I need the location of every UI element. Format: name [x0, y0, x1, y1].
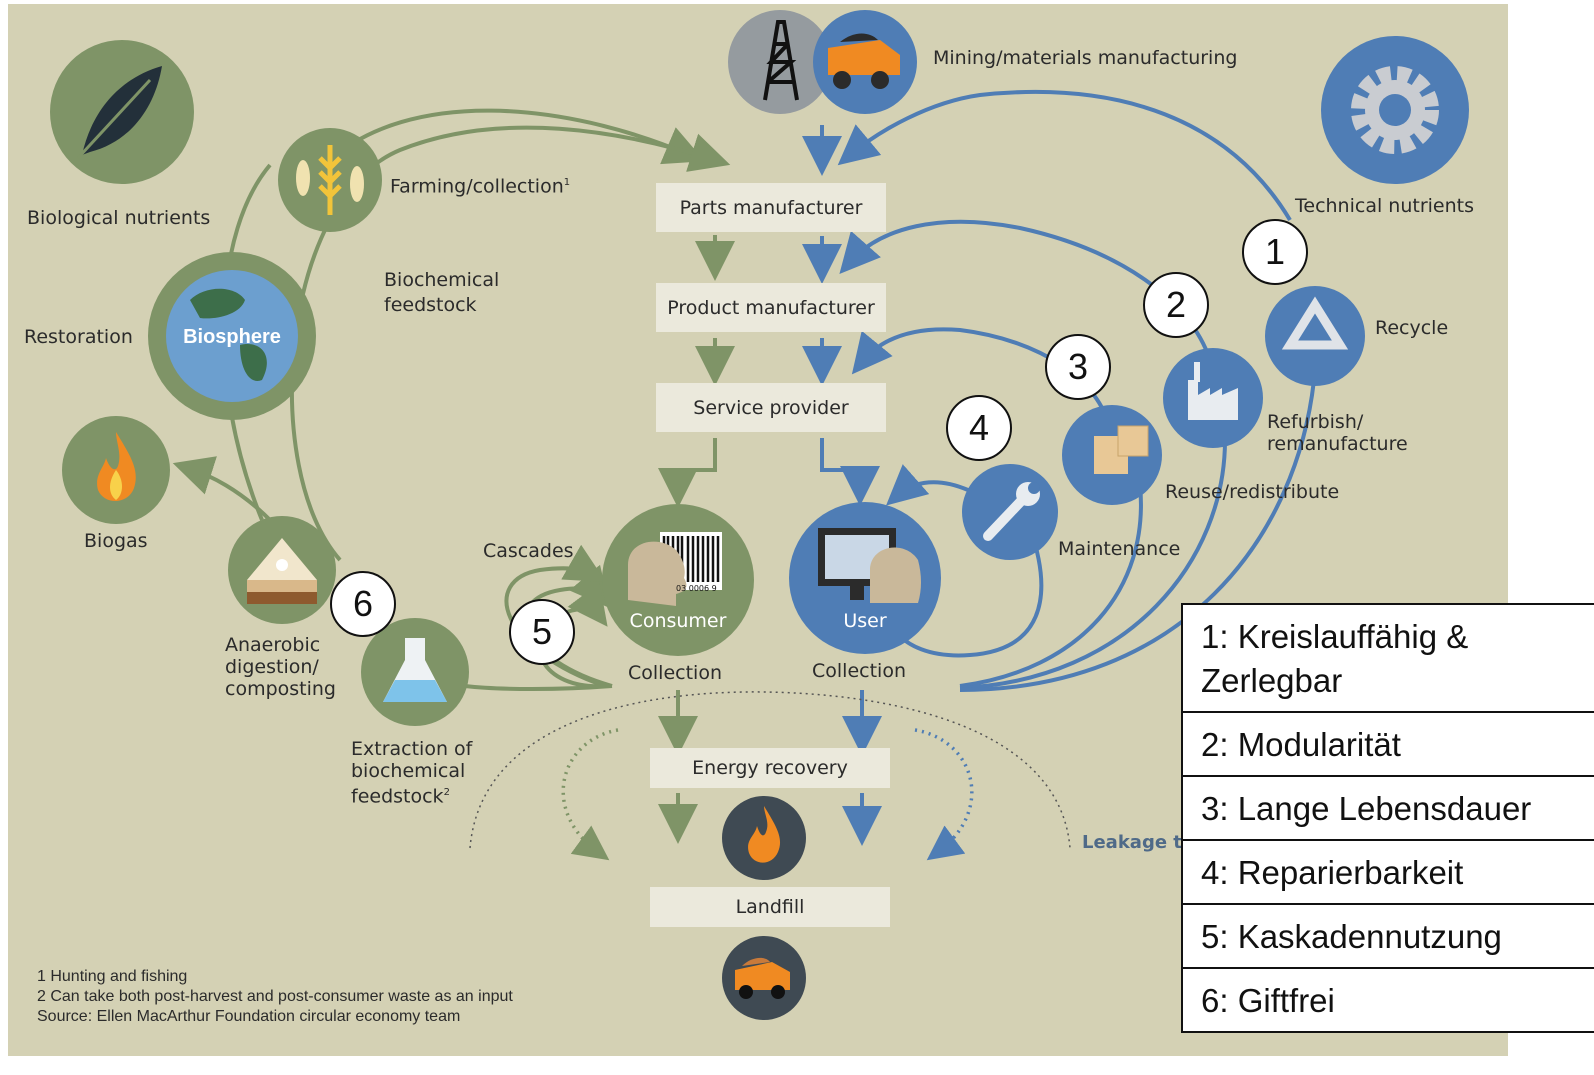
- marker-5: 5: [509, 599, 575, 665]
- energy-recovery-box: Energy recovery: [650, 748, 890, 788]
- wrench-icon: [962, 464, 1058, 560]
- mining-label: Mining/materials manufacturing: [933, 47, 1238, 69]
- service-provider-box: Service provider: [656, 383, 886, 432]
- factory-icon: [1163, 348, 1263, 448]
- recycle-icon: [1265, 286, 1365, 386]
- legend-row-1: 1: Kreislauffähig & Zerlegbar: [1183, 605, 1594, 713]
- marker-2: 2: [1143, 272, 1209, 338]
- legend-row-5: 5: Kaskadennutzung: [1183, 905, 1594, 969]
- flame-icon: [62, 416, 170, 524]
- recycle-label: Recycle: [1375, 317, 1449, 339]
- wheat-fish-icon: [278, 128, 382, 232]
- oil-derrick-icon: [728, 10, 832, 114]
- landfill-box: Landfill: [650, 887, 890, 927]
- marker-4: 4: [946, 395, 1012, 461]
- restoration-label: Restoration: [24, 326, 133, 348]
- farming-label: Farming/collection1: [390, 175, 571, 198]
- consumer-label: Consumer: [629, 610, 727, 632]
- refurbish-label: Refurbish/ remanufacture: [1267, 411, 1408, 455]
- user-icon: [789, 502, 941, 654]
- consumer-icon: [602, 504, 754, 656]
- footnote-source: Source: Ellen MacArthur Foundation circu…: [37, 1008, 461, 1025]
- biological-nutrients-label: Biological nutrients: [27, 207, 211, 229]
- anaerobic-label: Anaerobic digestion/ composting: [225, 634, 336, 700]
- biogas-label: Biogas: [84, 530, 148, 552]
- globe-icon: [148, 252, 316, 420]
- barcode-digits: 03 0006 9: [676, 584, 717, 593]
- biological-flow-lines: [172, 108, 735, 844]
- user-label: User: [843, 610, 887, 632]
- legend-row-2: 2: Modularität: [1183, 713, 1594, 777]
- marker-6: 6: [330, 571, 396, 637]
- collection-left-label: Collection: [628, 662, 722, 684]
- collection-right-label: Collection: [812, 660, 906, 682]
- legend-row-4: 4: Reparierbarkeit: [1183, 841, 1594, 905]
- parts-manufacturer-box: Parts manufacturer: [656, 183, 886, 232]
- flask-icon: [361, 618, 469, 726]
- maintenance-label: Maintenance: [1058, 538, 1181, 560]
- biosphere-label: Biosphere: [183, 326, 281, 348]
- marker-3: 3: [1045, 334, 1111, 400]
- legend-row-6: 6: Giftfrei: [1201, 982, 1335, 1019]
- mining-truck-icon: [813, 10, 917, 114]
- footnote-1: 1 Hunting and fishing: [37, 968, 188, 985]
- legend-table: 1: Kreislauffähig & Zerlegbar 2: Modular…: [1181, 603, 1594, 1033]
- technical-nutrients-label: Technical nutrients: [1295, 195, 1474, 217]
- product-manufacturer-box: Product manufacturer: [656, 283, 886, 332]
- boxes-icon: [1062, 405, 1162, 505]
- leaf-icon: [50, 40, 194, 184]
- energy-flame-icon: [722, 796, 806, 880]
- cascades-label: Cascades: [483, 540, 574, 562]
- compost-icon: [228, 516, 336, 624]
- reuse-label: Reuse/redistribute: [1165, 481, 1340, 503]
- footnote-2: 2 Can take both post-harvest and post-co…: [37, 988, 513, 1005]
- gear-icon: [1321, 36, 1469, 184]
- technical-flow-lines: [802, 89, 1317, 846]
- dump-truck-icon: [722, 936, 806, 1020]
- marker-1: 1: [1242, 219, 1308, 285]
- extraction-label: Extraction of biochemical feedstock2: [351, 738, 473, 808]
- biochemical-feedstock-label: Biochemical feedstock: [384, 269, 500, 316]
- leakage-arcs: [469, 691, 1071, 861]
- leakage-label: Leakage t: [1082, 832, 1182, 853]
- legend-row-3: 3: Lange Lebensdauer: [1183, 777, 1594, 841]
